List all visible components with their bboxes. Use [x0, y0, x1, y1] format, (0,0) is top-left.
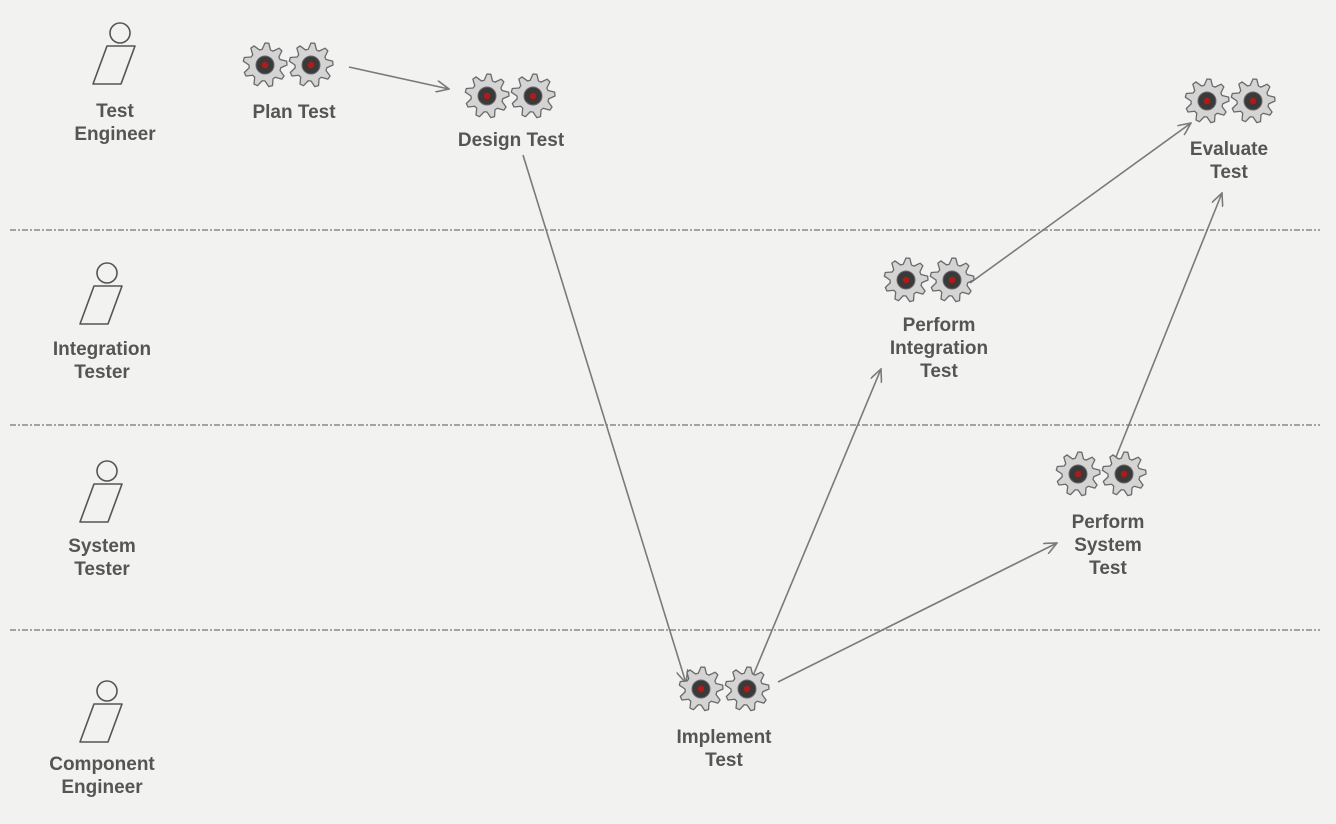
activity-design-test[interactable]: Design Test	[458, 73, 565, 151]
flow-arrow-plan-test-to-design-test	[348, 66, 449, 89]
flow-arrow-perform-system-test-to-evaluate-test	[1113, 193, 1222, 463]
lane-label-line: Engineer	[61, 777, 143, 798]
flow-arrows	[348, 66, 1222, 684]
gears-icon	[464, 73, 556, 119]
activity-label-line: Test	[920, 361, 958, 382]
actor-icon	[79, 460, 123, 523]
activity-label-line: Implement	[676, 727, 772, 748]
flow-arrow-perform-integration-test-to-evaluate-test	[969, 123, 1191, 284]
lane-label-line: Tester	[74, 362, 130, 383]
activity-plan-test[interactable]: Plan Test	[242, 42, 336, 123]
lane-label-line: Integration	[53, 339, 151, 360]
actor-icon	[79, 680, 123, 743]
flow-arrow-design-test-to-implement-test	[522, 154, 686, 683]
lane-label-line: Test	[96, 101, 134, 122]
gears-icon	[1055, 451, 1147, 497]
actor-icon	[92, 22, 136, 85]
lane-label-line: Component	[49, 754, 155, 775]
flow-arrow-implement-test-to-perform-integration-test	[749, 369, 881, 684]
activity-label-line: Integration	[890, 338, 988, 359]
activity-label-line: Design Test	[458, 130, 565, 151]
gears-icon	[242, 42, 334, 88]
gears-icon	[678, 666, 770, 712]
activity-label-line: Perform	[1072, 512, 1145, 533]
activity-label-line: Evaluate	[1190, 139, 1268, 160]
activity-label-line: System	[1074, 535, 1142, 556]
activity-label-line: Perform	[903, 315, 976, 336]
gears-icon	[883, 257, 975, 303]
flow-arrow-implement-test-to-perform-system-test	[777, 543, 1057, 683]
activity-label-line: Test	[705, 750, 743, 771]
activity-label-line: Plan Test	[252, 102, 336, 123]
lane-label-line: Tester	[74, 559, 130, 580]
gears-icon	[1184, 78, 1276, 124]
activity-label: Design Test	[458, 130, 565, 151]
lane-label-line: Engineer	[74, 124, 156, 145]
activity-label: Plan Test	[252, 102, 336, 123]
lane-label-line: System	[68, 536, 136, 557]
activity-label-line: Test	[1210, 162, 1248, 183]
activity-label-line: Test	[1089, 558, 1127, 579]
actor-icon	[79, 262, 123, 325]
